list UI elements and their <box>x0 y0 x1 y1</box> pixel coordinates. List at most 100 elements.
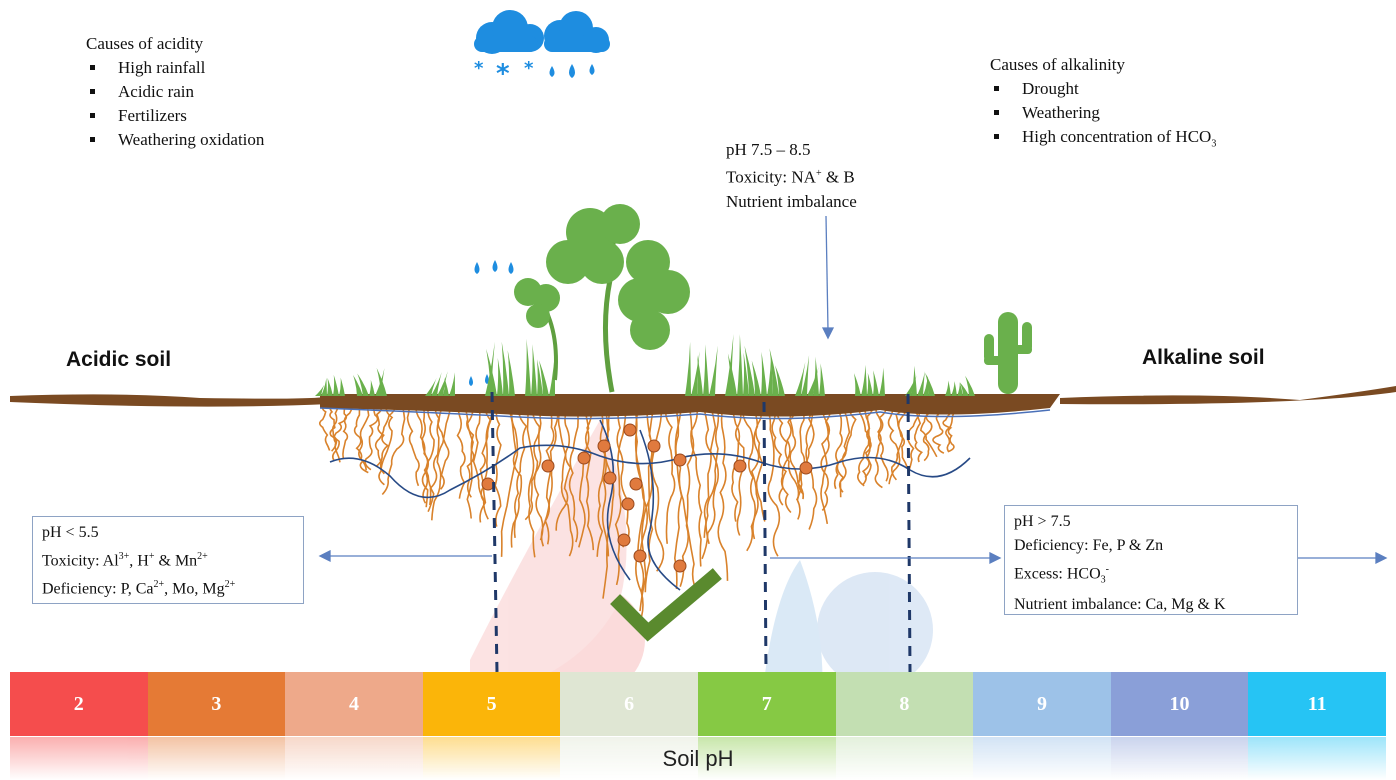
nutrient-particles <box>481 423 813 573</box>
root-strand <box>333 403 348 463</box>
ph-scale-cell-9: 9 <box>973 672 1111 736</box>
optimal-check-icon <box>610 568 722 642</box>
grass-blade <box>531 344 537 396</box>
grass-blade <box>925 372 935 396</box>
root-strand <box>415 403 429 504</box>
superscript: 2+ <box>197 551 208 562</box>
ph-scale-reflection <box>10 737 1386 780</box>
grass-blade <box>376 367 387 396</box>
soil-surface <box>10 386 1396 420</box>
root-strand <box>602 403 615 599</box>
superscript: 3+ <box>118 551 130 562</box>
root-strand <box>557 403 574 557</box>
grass-blade <box>353 374 363 396</box>
root-strand <box>635 403 645 630</box>
svg-text:*: * <box>496 59 510 89</box>
ph-boundary-lines <box>490 391 912 673</box>
grass-blade <box>539 360 549 396</box>
root-strand <box>795 403 806 501</box>
grass-blade <box>959 382 969 396</box>
grass-blade <box>917 371 925 396</box>
grass-blade <box>327 377 333 396</box>
root-strand <box>664 403 676 544</box>
grass-blade <box>369 379 375 396</box>
ph-scale-reflection-cell <box>147 737 286 780</box>
grass-blade <box>751 360 761 396</box>
alk-box-line2: Deficiency: Fe, P & Zn <box>1014 537 1164 554</box>
grass-blade <box>879 367 885 396</box>
list-item-text: High concentration of HCO <box>1022 127 1212 146</box>
grass-blade <box>709 345 718 396</box>
alk-box-line3: Excess: HCO3- <box>1014 558 1288 593</box>
ph-scale-cell-11: 11 <box>1248 672 1386 736</box>
grass-blade <box>321 377 327 396</box>
box-text: , H <box>129 552 149 570</box>
alkaline-soil-label: Alkaline soil <box>1142 346 1265 369</box>
acidity-causes-list: High rainfall Acidic rain Fertilizers We… <box>86 56 264 152</box>
soil-ph-axis-label: Soil pH <box>662 746 734 771</box>
ph-scale-reflection-cell <box>10 737 148 780</box>
alkalinity-causes-list: Drought Weathering High concentration of… <box>990 77 1216 156</box>
root-strand <box>479 403 494 523</box>
root-strand <box>364 403 379 471</box>
ph-scale-cell-7: 7 <box>697 672 836 736</box>
box-text: , Mo, Mg <box>164 580 225 598</box>
grass-blade <box>431 372 442 396</box>
root-strand <box>690 403 703 567</box>
root-strand <box>568 403 579 543</box>
svg-text:*: * <box>474 58 484 79</box>
root-strand <box>378 403 394 486</box>
ph-scale-reflection-cell <box>560 737 698 780</box>
root-strand <box>765 403 781 557</box>
ph-scale-cell-3: 3 <box>147 672 286 736</box>
grass-blade <box>685 341 691 396</box>
superscript: + <box>815 168 822 179</box>
ph-scale-reflection-cell <box>835 737 974 780</box>
root-strand <box>651 403 665 572</box>
root-strand <box>820 403 832 511</box>
root-strand <box>374 403 397 475</box>
rain-droplets-icon <box>469 260 514 386</box>
superscript: 2+ <box>153 579 165 591</box>
ph-scale-reflection-cell <box>285 737 423 780</box>
ph-scale-reflection-cell <box>422 737 561 780</box>
grass-blade <box>801 355 810 396</box>
grass-blade <box>951 381 957 396</box>
mid-range-note: pH 7.5 – 8.5 Toxicity: NA+ & B Nutrient … <box>726 138 857 214</box>
root-strand <box>406 403 420 487</box>
grass-blade <box>795 361 806 396</box>
root-strand <box>856 403 871 486</box>
root-strand <box>494 403 502 527</box>
root-strand <box>679 403 695 587</box>
list-item: High rainfall <box>86 56 264 80</box>
grass-blade <box>873 370 879 396</box>
root-strand <box>381 403 406 496</box>
grass-blade <box>769 348 779 396</box>
root-strand <box>890 403 908 481</box>
root-strand <box>717 403 729 581</box>
mid-note-line1: pH 7.5 – 8.5 <box>726 140 811 159</box>
root-strand <box>506 403 523 548</box>
grass-blade <box>761 351 767 396</box>
root-strand <box>425 403 435 513</box>
root-strand <box>540 403 559 547</box>
root-strand <box>583 403 595 551</box>
list-item: Acidic rain <box>86 80 264 104</box>
grass-blade <box>965 375 975 396</box>
ph-scale-cell-8: 8 <box>835 672 974 736</box>
root-strand <box>464 403 475 498</box>
root-strand <box>358 403 370 474</box>
grass-blade <box>437 371 448 396</box>
list-item: Weathering oxidation <box>86 128 264 152</box>
ph-scale-cell-10: 10 <box>1110 672 1249 736</box>
subscript: 3 <box>1100 574 1106 586</box>
grass-blade <box>905 375 917 396</box>
box-text: Excess: HCO <box>1014 565 1101 583</box>
ph-scale-reflection-cell <box>1248 737 1386 780</box>
ph-scale-reflection-cell <box>697 737 836 780</box>
ph-scale-cell-5: 5 <box>422 672 561 736</box>
root-strand <box>820 403 831 525</box>
grass-blade <box>945 380 951 396</box>
grass-blade <box>807 367 819 396</box>
